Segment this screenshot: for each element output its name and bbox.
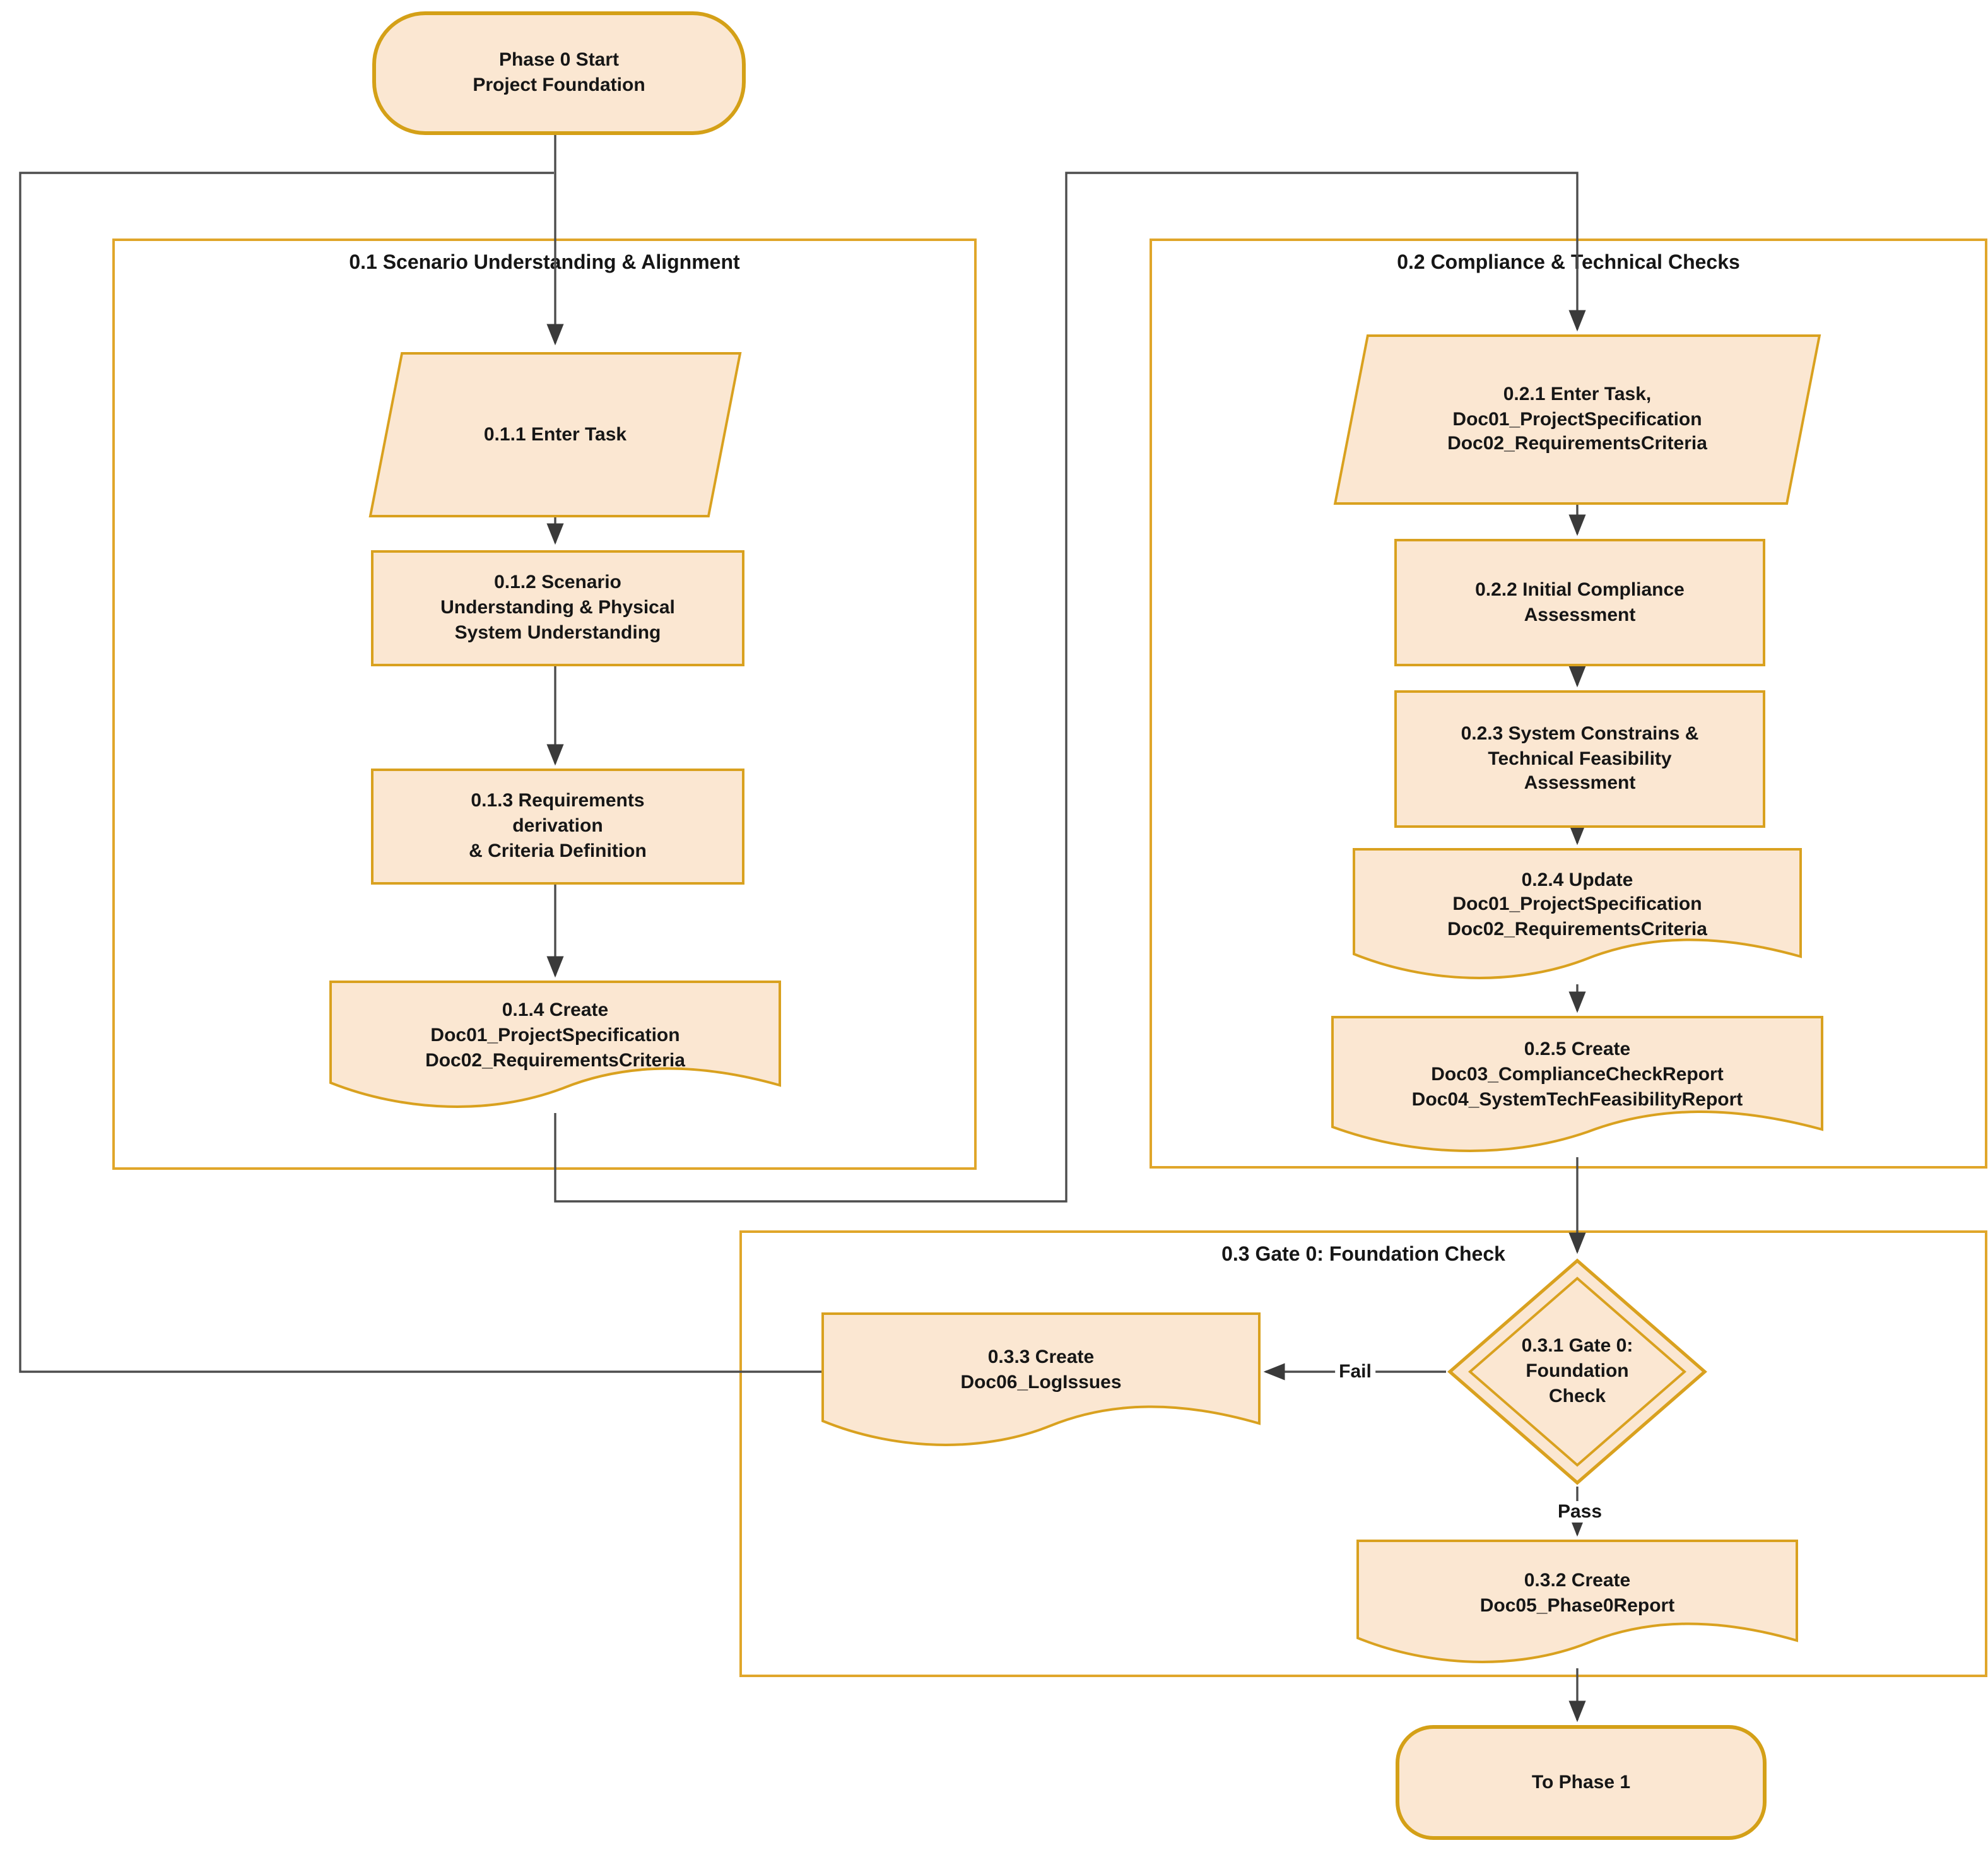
edge-label-fail: Fail <box>1335 1361 1375 1382</box>
document-0-2-5-create-doc03-doc04: 0.2.5 Create Doc03_ComplianceCheckReport… <box>1331 1016 1823 1157</box>
container-0-1-title: 0.1 Scenario Understanding & Alignment <box>349 252 740 274</box>
document-shape <box>1356 1540 1798 1663</box>
document-shape <box>821 1312 1261 1446</box>
end-terminal-to-phase-1: To Phase 1 <box>1396 1725 1767 1840</box>
diamond-shape <box>1447 1258 1707 1485</box>
document-0-1-4-create-doc01-doc02: 0.1.4 Create Doc01_ProjectSpecification … <box>329 981 781 1113</box>
process-0-2-1-enter-task-docs: 0.2.1 Enter Task, Doc01_ProjectSpecifica… <box>1333 334 1821 505</box>
start-terminal: Phase 0 Start Project Foundation <box>372 11 746 135</box>
process-0-1-2-scenario-understanding: 0.1.2 Scenario Understanding & Physical … <box>371 550 744 666</box>
container-0-3-title: 0.3 Gate 0: Foundation Check <box>1221 1244 1505 1266</box>
edge-label-pass: Pass <box>1553 1501 1606 1523</box>
container-0-3-gate-0: 0.3 Gate 0: Foundation Check <box>739 1230 1987 1677</box>
document-0-3-2-create-doc05-phase0report: 0.3.2 Create Doc05_Phase0Report <box>1356 1540 1798 1668</box>
container-0-2-title: 0.2 Compliance & Technical Checks <box>1397 252 1740 274</box>
decision-0-3-1-gate-0-foundation-check: 0.3.1 Gate 0: Foundation Check <box>1446 1257 1709 1487</box>
document-0-2-4-update-doc01-doc02: 0.2.4 Update Doc01_ProjectSpecification … <box>1353 848 1802 984</box>
process-0-1-1-enter-task: 0.1.1 Enter Task <box>368 352 742 517</box>
process-0-2-3-system-constrains: 0.2.3 System Constrains & Technical Feas… <box>1394 690 1765 828</box>
document-0-3-3-create-doc06-logissues: 0.3.3 Create Doc06_LogIssues <box>821 1312 1261 1451</box>
process-0-1-3-requirements-derivation: 0.1.3 Requirements derivation & Criteria… <box>371 769 744 885</box>
process-0-2-2-initial-compliance: 0.2.2 Initial Compliance Assessment <box>1394 539 1765 666</box>
